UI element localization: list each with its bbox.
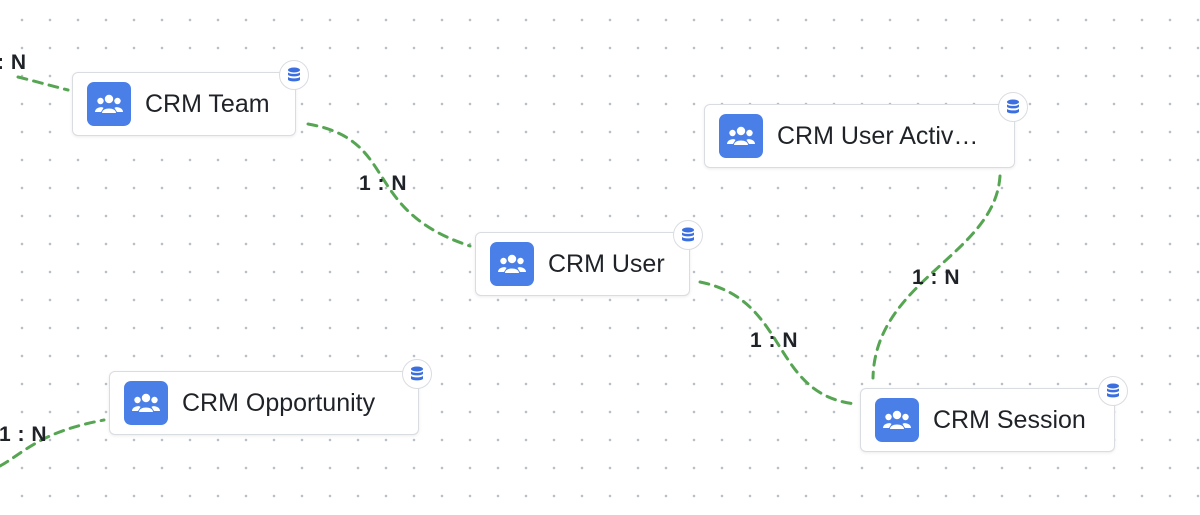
node-crm-session[interactable]: CRM Session [860, 376, 1128, 452]
database-icon[interactable] [279, 60, 309, 90]
users-icon [124, 381, 168, 425]
node-crm-team[interactable]: CRM Team [72, 60, 309, 136]
database-icon[interactable] [1098, 376, 1128, 406]
edge-offscreen-to-crm-opportunity[interactable] [0, 418, 106, 468]
node-label: CRM User [548, 249, 665, 278]
users-icon [87, 82, 131, 126]
edge-offscreen-to-crm-team[interactable] [16, 75, 70, 92]
edge-label: 1 : N [0, 423, 48, 446]
node-crm-user[interactable]: CRM User [475, 220, 703, 296]
node-label: CRM Opportunity [182, 388, 376, 417]
database-icon[interactable] [402, 359, 432, 389]
node-crm-user-activity[interactable]: CRM User Activ… [704, 92, 1028, 168]
users-icon [875, 398, 919, 442]
node-label: CRM User Activ… [777, 121, 979, 150]
node-label: CRM Team [145, 89, 270, 118]
edge-crm-team-to-crm-user[interactable] [306, 122, 472, 248]
edge-label: 1 : N [359, 172, 408, 195]
database-icon[interactable] [998, 92, 1028, 122]
edge-crm-user-activity-to-crm-session[interactable] [871, 174, 1002, 380]
edge-crm-user-to-crm-session[interactable] [698, 280, 858, 406]
edge-label: : N [0, 51, 27, 74]
users-icon [490, 242, 534, 286]
database-icon[interactable] [673, 220, 703, 250]
node-label: CRM Session [933, 405, 1086, 434]
users-icon [719, 114, 763, 158]
edge-label: 1 : N [750, 329, 799, 352]
edge-label: 1 : N [912, 266, 961, 289]
node-crm-opportunity[interactable]: CRM Opportunity [109, 359, 432, 435]
